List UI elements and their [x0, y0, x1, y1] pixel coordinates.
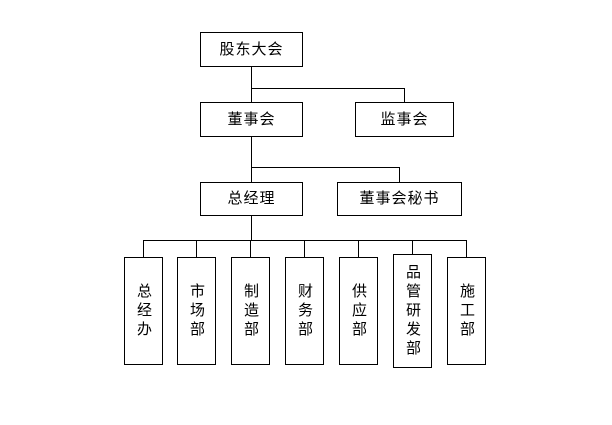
node-label: 市场部: [188, 282, 206, 340]
connector-to-board-of-directors: [251, 88, 252, 102]
connector-to-board-secretary: [399, 167, 400, 182]
node-finance-department[interactable]: 财务部: [285, 257, 324, 365]
node-board-secretary[interactable]: 董事会秘书: [337, 182, 462, 216]
node-manufacturing-department[interactable]: 制造部: [231, 257, 270, 365]
connector-to-supply-department: [358, 240, 359, 257]
node-label: 董事会: [227, 109, 276, 128]
connector-shareholders-bus: [251, 88, 405, 89]
node-label: 财务部: [296, 282, 314, 340]
node-label: 品管研发部: [404, 263, 422, 359]
node-board-of-directors[interactable]: 董事会: [200, 102, 303, 137]
connector-to-board-of-supervisors: [404, 88, 405, 102]
connector-departments-bus: [143, 240, 467, 241]
node-label: 施工部: [458, 282, 476, 340]
connector-to-marketing-department: [196, 240, 197, 257]
node-marketing-department[interactable]: 市场部: [177, 257, 216, 365]
connector-to-general-office: [143, 240, 144, 257]
connector-to-construction-department: [466, 240, 467, 257]
connector-board-bus: [251, 167, 400, 168]
node-general-office[interactable]: 总经办: [124, 257, 163, 365]
node-label: 董事会秘书: [359, 189, 440, 208]
node-quality-rd-department[interactable]: 品管研发部: [393, 254, 432, 368]
connector-shareholders-drop: [251, 67, 252, 88]
connector-board-drop: [251, 137, 252, 168]
node-shareholders-meeting[interactable]: 股东大会: [200, 32, 303, 67]
node-board-of-supervisors[interactable]: 监事会: [355, 102, 454, 137]
connector-to-manufacturing-department: [250, 240, 251, 257]
node-label: 供应部: [350, 282, 368, 340]
node-general-manager[interactable]: 总经理: [200, 182, 303, 216]
connector-general-manager-drop: [251, 216, 252, 241]
node-label: 总经理: [227, 189, 276, 208]
node-label: 股东大会: [219, 39, 284, 58]
connector-to-finance-department: [304, 240, 305, 257]
connector-to-quality-rd-department: [412, 240, 413, 254]
connector-to-general-manager: [251, 167, 252, 182]
node-label: 总经办: [135, 282, 153, 340]
node-label: 监事会: [380, 109, 429, 128]
node-supply-department[interactable]: 供应部: [339, 257, 378, 365]
node-construction-department[interactable]: 施工部: [447, 257, 486, 365]
node-label: 制造部: [242, 282, 260, 340]
